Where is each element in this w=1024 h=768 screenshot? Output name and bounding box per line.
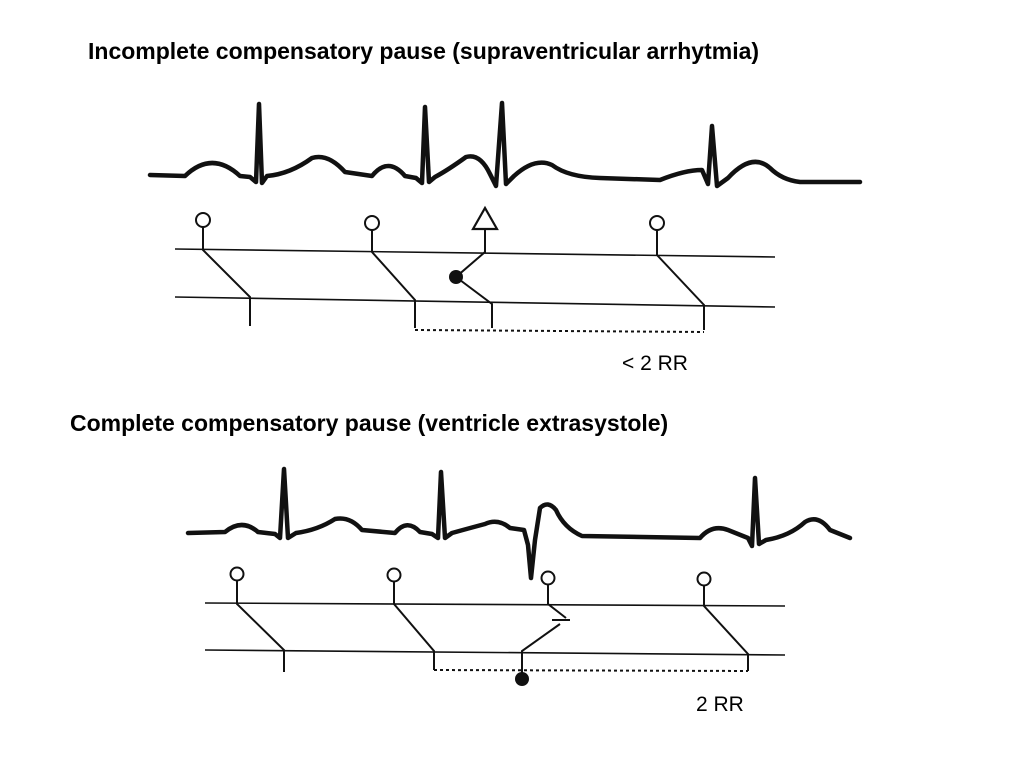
top-beat-4 <box>649 215 705 330</box>
ectopic-focus-icon <box>515 672 529 686</box>
top-panel: < 2 RR <box>147 100 863 375</box>
top-beat-2 <box>364 215 416 328</box>
top-panel-title: Incomplete compensatory pause (supravent… <box>88 38 760 64</box>
sinus-impulse-icon <box>540 570 556 586</box>
sinus-impulse-icon <box>364 215 380 231</box>
top-interval-label: < 2 RR <box>622 352 688 375</box>
top-beat-1 <box>195 212 251 326</box>
bottom-interval-label: 2 RR <box>696 693 744 716</box>
top-lane-atrial <box>174 248 776 258</box>
sinus-impulse-icon <box>229 566 245 582</box>
sinus-impulse-icon <box>649 215 665 231</box>
bottom-lane-ventricular <box>204 649 786 656</box>
bottom-lane-atrial <box>204 602 786 607</box>
bottom-ectopic-beat <box>515 570 570 686</box>
bottom-interval-bracket <box>433 669 749 672</box>
bottom-beat-4 <box>696 571 749 671</box>
bottom-panel: 2 RR <box>185 466 853 716</box>
sinus-impulse-icon <box>386 567 402 583</box>
bottom-beat-1 <box>229 566 285 672</box>
top-interval-bracket <box>414 329 705 333</box>
ectopic-focus-icon <box>449 270 463 284</box>
bottom-beat-2 <box>386 567 435 670</box>
retrograde-arrow-icon <box>471 205 499 231</box>
sinus-impulse-icon <box>195 212 211 228</box>
bottom-panel-title: Complete compensatory pause (ventricle e… <box>70 410 669 436</box>
sinus-impulse-icon <box>696 571 712 587</box>
bottom-ecg-trace <box>185 466 853 581</box>
top-ecg-trace <box>147 100 863 189</box>
top-lane-ventricular <box>174 296 776 308</box>
top-ectopic-beat <box>449 205 499 328</box>
